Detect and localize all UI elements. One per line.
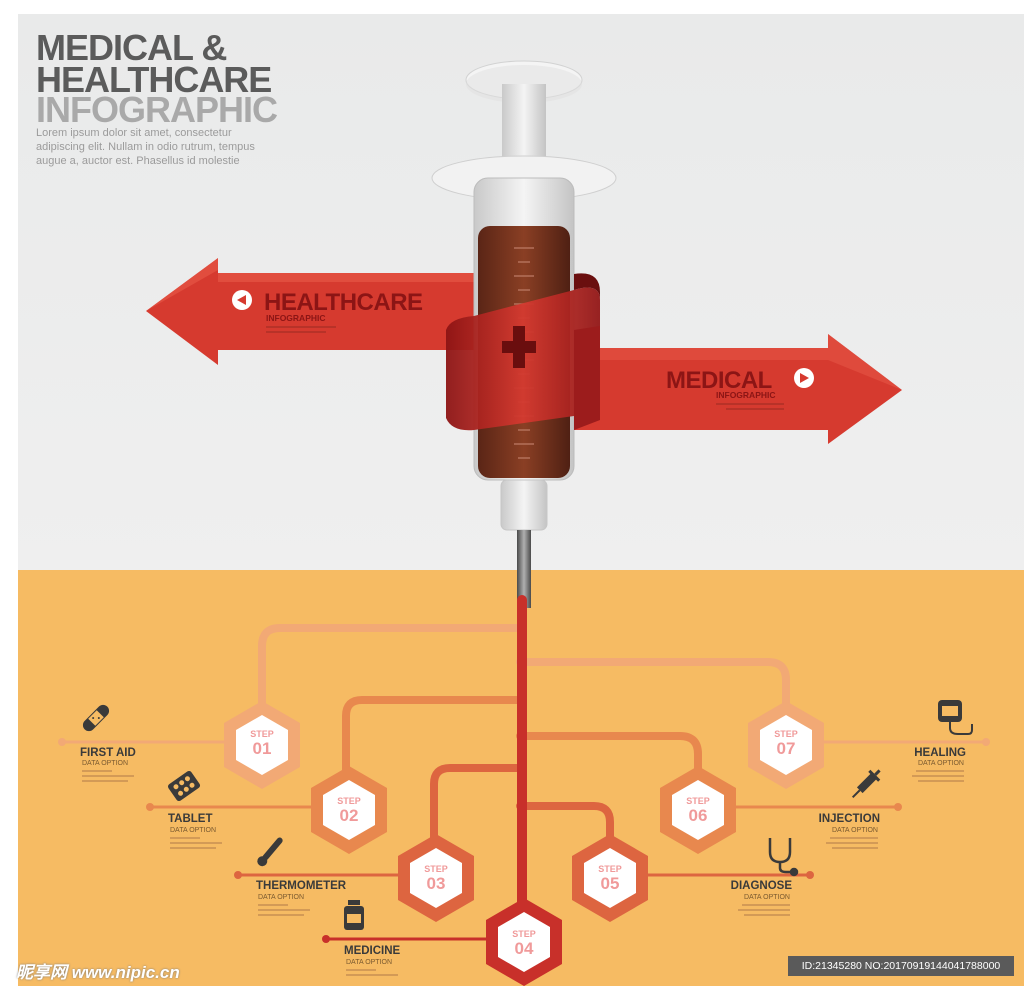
right-arrow-title: MEDICAL (666, 367, 772, 394)
step-sublabel: DATA OPTION (258, 894, 304, 901)
watermark-right: ID:21345280 NO:20170919144041788000 (788, 956, 1014, 976)
step-label: DIAGNOSE (731, 880, 793, 892)
step-07-label: HEALING DATA OPTION (912, 747, 966, 782)
step-word: STEP (512, 929, 536, 939)
step-word: STEP (424, 864, 448, 874)
step-number: 05 (601, 874, 620, 893)
step-number: 06 (689, 806, 708, 825)
medicine-bottle-icon (344, 900, 364, 930)
step-word: STEP (337, 796, 361, 806)
step-05-label: DIAGNOSE DATA OPTION (731, 880, 793, 916)
step-05-badge: STEP 05 (572, 834, 648, 922)
step-01-label: FIRST AID DATA OPTION (80, 747, 136, 782)
step-label: INJECTION (819, 813, 880, 825)
step-06-badge: STEP 06 (660, 766, 736, 854)
right-arrow-subtitle: INFOGRAPHIC (716, 390, 776, 400)
pill-pack-icon (167, 770, 201, 802)
step-label: THERMOMETER (256, 880, 347, 892)
step-07-badge: STEP 07 (748, 701, 824, 789)
step-04-badge: STEP 04 (486, 898, 562, 986)
step-sublabel: DATA OPTION (170, 827, 216, 834)
step-number: 02 (340, 806, 359, 825)
step-label: FIRST AID (80, 747, 136, 759)
iv-drip-icon (938, 700, 973, 735)
syringe-icon (851, 769, 881, 799)
step-word: STEP (598, 864, 622, 874)
left-arrow-subtitle: INFOGRAPHIC (266, 313, 326, 323)
step-sublabel: DATA OPTION (832, 827, 878, 834)
ribbon-wrap: MEDICAL INFOGRAPHIC (446, 273, 902, 444)
stethoscope-icon (768, 838, 799, 877)
step-03-badge: STEP 03 (398, 834, 474, 922)
red-cross-icon (502, 326, 536, 368)
step-number: 01 (253, 739, 272, 758)
step-sublabel: DATA OPTION (744, 894, 790, 901)
step-03-label: THERMOMETER DATA OPTION (256, 880, 347, 916)
watermark-left: 昵享网 www.nipic.cn (16, 963, 180, 982)
step-sublabel: DATA OPTION (346, 959, 392, 966)
step-word: STEP (250, 729, 274, 739)
title-line-1: MEDICAL & (36, 27, 227, 68)
step-01-badge: STEP 01 (224, 701, 300, 789)
step-02-label: TABLET DATA OPTION (168, 813, 222, 849)
left-arrow-title: HEALTHCARE (264, 289, 423, 316)
step-sublabel: DATA OPTION (82, 760, 128, 767)
step-number: 04 (515, 939, 534, 958)
step-label: MEDICINE (344, 945, 401, 957)
step-connectors (58, 595, 990, 943)
title-line-2: HEALTHCARE (36, 59, 272, 100)
step-label: HEALING (914, 747, 966, 759)
healthcare-arrow: HEALTHCARE INFOGRAPHIC (146, 258, 478, 365)
step-02-badge: STEP 02 (311, 766, 387, 854)
title-line-3: INFOGRAPHIC (36, 89, 278, 130)
step-word: STEP (774, 729, 798, 739)
bandage-icon (82, 704, 110, 732)
step-word: STEP (686, 796, 710, 806)
description-text: Lorem ipsum dolor sit amet, consectetur … (36, 127, 255, 167)
step-04-label: MEDICINE DATA OPTION (344, 945, 401, 976)
step-number: 07 (777, 739, 796, 758)
thermometer-icon (257, 837, 283, 867)
step-sublabel: DATA OPTION (918, 760, 964, 767)
step-label: TABLET (168, 813, 213, 825)
step-number: 03 (427, 874, 446, 893)
step-06-label: INJECTION DATA OPTION (819, 813, 880, 849)
